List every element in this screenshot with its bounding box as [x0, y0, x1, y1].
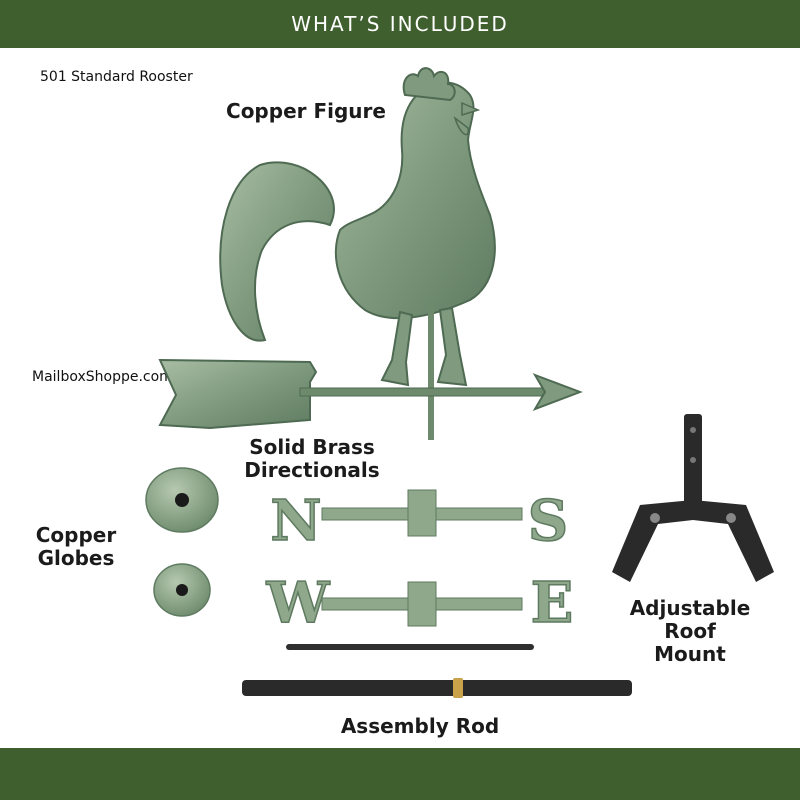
letter-e: E: [531, 570, 574, 636]
site-watermark: MailboxShoppe.com: [32, 369, 173, 385]
label-roof-mount-line3: Mount: [654, 642, 726, 666]
label-assembly-rod: Assembly Rod: [340, 714, 500, 738]
label-roof-mount: Adjustable Roof Mount: [620, 597, 760, 666]
copper-globes: [145, 467, 219, 617]
label-directionals: Solid Brass Directionals: [232, 436, 392, 482]
header-banner: WHAT’S INCLUDED: [0, 0, 800, 48]
arrow-figure: [158, 358, 583, 430]
letter-n: N: [270, 488, 321, 554]
label-copper-figure: Copper Figure: [226, 99, 386, 123]
label-globes-line2: Globes: [37, 546, 115, 570]
label-globes: Copper Globes: [26, 524, 126, 570]
model-name: 501 Standard Rooster: [40, 69, 193, 85]
label-roof-mount-line1: Adjustable: [629, 596, 751, 620]
label-directionals-line2: Directionals: [244, 458, 380, 482]
rooster-figure: [219, 67, 496, 440]
directionals: N S W E: [265, 487, 574, 637]
footer-banner: [0, 748, 800, 800]
page-title: WHAT’S INCLUDED: [291, 12, 509, 36]
letter-w: W: [266, 570, 331, 636]
letter-s: S: [528, 488, 568, 554]
label-roof-mount-line2: Roof: [664, 619, 716, 643]
label-globes-line1: Copper: [35, 523, 117, 547]
assembly-rods: [242, 644, 632, 698]
label-directionals-line1: Solid Brass: [249, 435, 375, 459]
roof-mount: [612, 414, 774, 582]
